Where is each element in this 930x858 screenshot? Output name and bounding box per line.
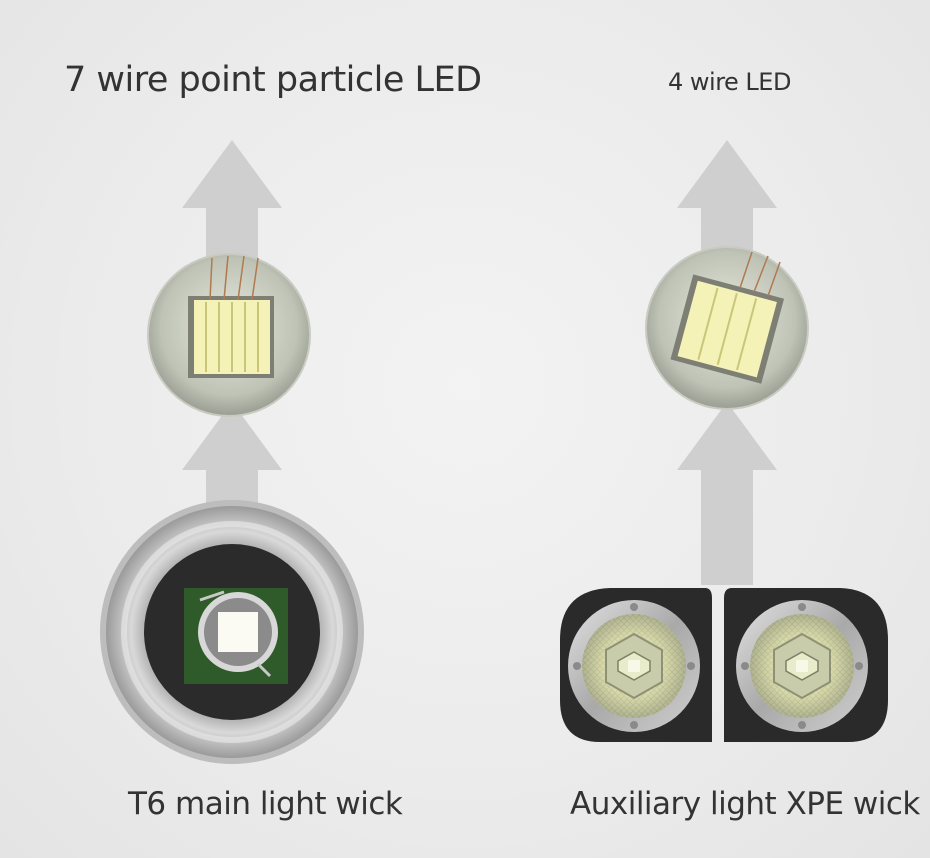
arrow-up-icon [182, 402, 282, 520]
arrow-up-icon [182, 140, 282, 258]
left-title: 7 wire point particle LED [64, 60, 482, 100]
left-caption: T6 main light wick [128, 786, 403, 822]
seven-wire-led-chip-image [147, 253, 311, 417]
arrow-up-icon [677, 402, 777, 585]
arrow-up-icon [677, 140, 777, 258]
t6-main-led-image [100, 500, 364, 764]
right-title: 4 wire LED [668, 68, 791, 96]
four-wire-led-chip-image [645, 246, 809, 410]
right-caption: Auxiliary light XPE wick [570, 786, 920, 822]
xpe-auxiliary-led-image [560, 588, 888, 742]
